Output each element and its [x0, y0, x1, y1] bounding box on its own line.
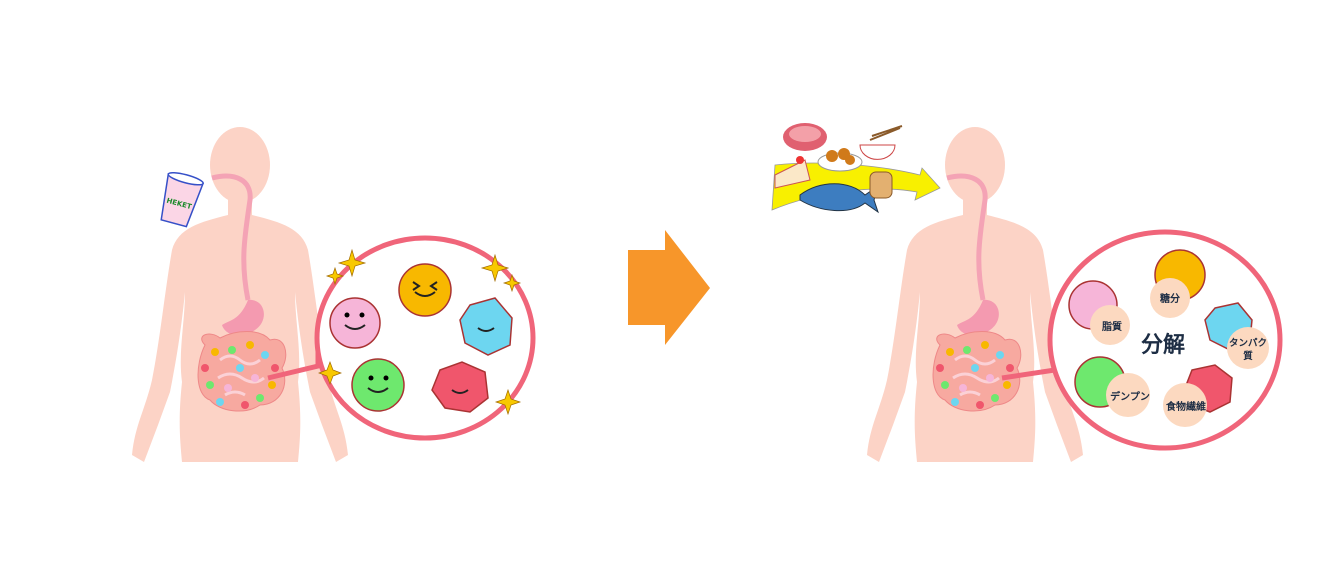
nutrient-label-sugar: 糖分: [1160, 292, 1180, 305]
noodle-bowl-icon: [859, 144, 896, 160]
intestines: [931, 330, 1023, 413]
head: [945, 127, 1005, 203]
cup-icon: HEKET: [160, 171, 205, 228]
sparkle-icons: [318, 248, 522, 416]
arrow-right-icon: [628, 230, 710, 345]
green-bacterium: [351, 358, 405, 412]
protein-bacterium: タンパク 質: [1204, 302, 1269, 369]
head: [210, 127, 270, 203]
cake-icon: [774, 159, 811, 189]
red-bacterium: [431, 361, 489, 413]
blue-bacterium: [459, 297, 513, 356]
pink-bacterium: [329, 297, 381, 349]
esophagus: [946, 173, 988, 301]
fiber-bacterium: 食物繊維: [1163, 364, 1233, 427]
stomach: [957, 299, 999, 336]
bread-icon: [869, 171, 893, 199]
food-illustration: [771, 123, 941, 214]
sugar-bacterium: 糖分: [1150, 249, 1206, 318]
intestines: [196, 330, 288, 413]
nutrient-label-fiber: 食物繊維: [1165, 400, 1206, 413]
digestion-label: 分解: [1141, 332, 1185, 358]
nutrient-label-fat: 脂質: [1101, 320, 1122, 333]
digestion-bubble-right: 脂質 糖分 タンパク 質 デンプン 食物繊維 分解: [1001, 229, 1283, 451]
bacteria-bubble-left: [267, 235, 536, 441]
starch-bacterium: デンプン: [1074, 356, 1150, 417]
person-right: [867, 127, 1083, 462]
tuna-icon: [799, 183, 879, 214]
person-left: [132, 127, 348, 462]
nutrient-label-starch: デンプン: [1110, 390, 1150, 403]
orange-bacterium: [398, 263, 452, 317]
stomach: [222, 299, 264, 336]
nutrient-label-protein-line1: タンパク: [1229, 337, 1267, 349]
esophagus: [211, 173, 253, 301]
nutrient-label-protein-line2: 質: [1243, 350, 1253, 362]
fat-bacterium: 脂質: [1068, 280, 1130, 345]
